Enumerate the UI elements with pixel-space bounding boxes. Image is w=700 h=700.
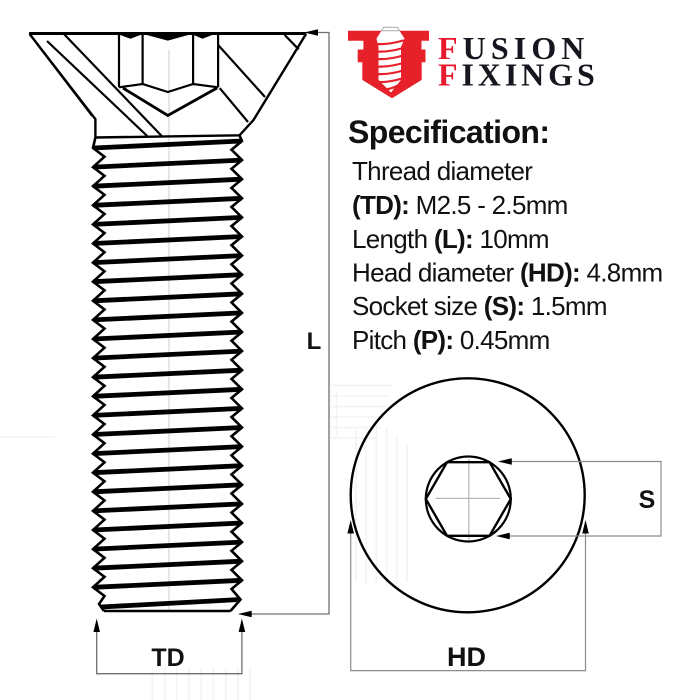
svg-text:TD: TD [151, 644, 184, 672]
svg-text:Head diameter (HD): 4.8mm: Head diameter (HD): 4.8mm [352, 258, 662, 288]
svg-text:FUSION: FUSION [438, 30, 590, 66]
svg-text:Specification:: Specification: [348, 114, 549, 150]
svg-text:Length (L): 10mm: Length (L): 10mm [352, 224, 549, 254]
svg-text:L: L [307, 328, 322, 355]
svg-text:HD: HD [447, 642, 486, 672]
svg-text:(TD): M2.5 - 2.5mm: (TD): M2.5 - 2.5mm [352, 190, 568, 220]
svg-text:Pitch (P): 0.45mm: Pitch (P): 0.45mm [352, 325, 550, 355]
svg-text:Socket size (S): 1.5mm: Socket size (S): 1.5mm [352, 291, 607, 321]
svg-text:S: S [639, 486, 656, 514]
svg-text:FIXINGS: FIXINGS [438, 57, 599, 93]
svg-text:Thread diameter: Thread diameter [352, 156, 533, 186]
